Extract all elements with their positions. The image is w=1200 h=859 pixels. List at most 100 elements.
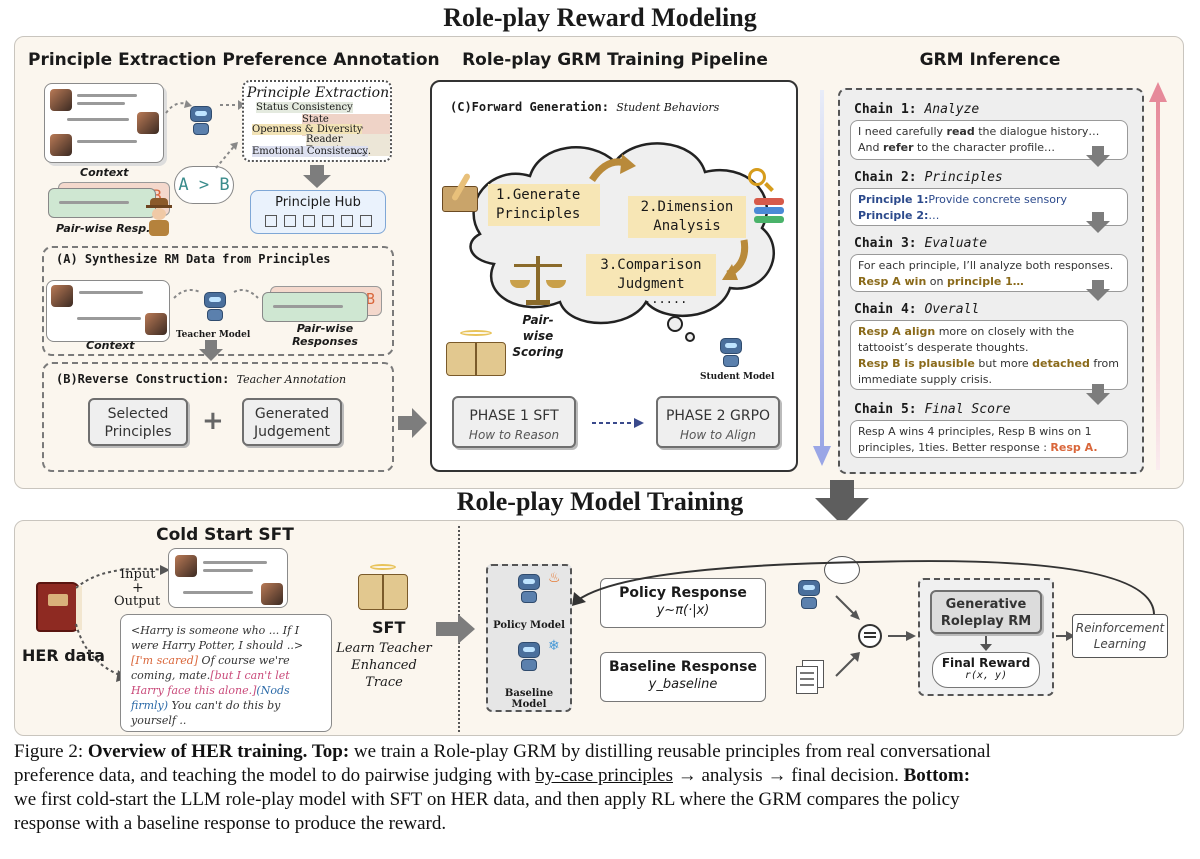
character-avatar xyxy=(50,134,72,156)
chain3-box: For each principle, I’ll analyze both re… xyxy=(850,254,1128,292)
training-pipeline-title: Role-play GRM Training Pipeline xyxy=(462,50,768,70)
down-arrow-icon xyxy=(199,340,223,361)
character-avatar xyxy=(51,285,73,307)
principle-hub: Principle Hub xyxy=(250,190,386,234)
teacher-robot-icon xyxy=(200,290,230,322)
pairwise-resp-label: Pair-wise Resp. xyxy=(56,222,151,235)
big-down-arrow-icon xyxy=(815,480,869,525)
rl-label: Reinforcement Learning xyxy=(1075,621,1165,651)
her-data-label: HER data xyxy=(22,646,105,665)
right-arrow-icon xyxy=(398,408,427,438)
step-generate-principles: 1.Generate Principles xyxy=(488,184,600,226)
speech-bubble-icon xyxy=(824,556,860,584)
section-b-title: (B)Reverse Construction: Teacher Annotat… xyxy=(56,372,347,386)
final-reward-label: Final Reward xyxy=(941,656,1031,670)
student-robot-icon xyxy=(716,336,746,368)
response-b-label: B xyxy=(152,186,162,205)
response-b-label: B xyxy=(366,290,376,308)
steps-ellipsis: ...... xyxy=(644,292,688,306)
section-b-box xyxy=(42,362,394,472)
phase1-title: PHASE 1 SFT xyxy=(469,408,559,424)
down-arrow-icon xyxy=(980,636,992,651)
right-arrow-icon xyxy=(592,418,644,428)
magnifier-icon xyxy=(746,166,776,196)
generative-rm-label: Generative Roleplay RM xyxy=(940,597,1032,629)
pairwise-responses-label: Pair-wise Responses xyxy=(292,322,358,348)
principle-item: Openness & Diversity xyxy=(252,124,363,135)
figure-caption: Figure 2: Overview of HER training. Top:… xyxy=(14,741,991,834)
down-arrow-icon xyxy=(303,165,331,188)
section-a-box xyxy=(42,246,394,356)
phase1-sub: How to Reason xyxy=(468,428,560,442)
forward-generation-title: (C)Forward Generation: Student Behaviors xyxy=(450,100,720,114)
snowflake-icon: ❄ xyxy=(548,638,560,654)
policy-robot-icon xyxy=(514,572,544,604)
ab-thought-bubble: A > B xyxy=(174,166,234,204)
student-model-label: Student Model xyxy=(700,372,775,382)
input-chat-card xyxy=(168,548,288,608)
baseline-robot-icon xyxy=(514,640,544,672)
chain2-box: Principle 1:Provide concrete sensory Pri… xyxy=(850,188,1128,226)
selected-principles-label: Selected Principles xyxy=(104,406,172,440)
phase2-sub: How to Align xyxy=(680,428,756,442)
chain5-title: Chain 5: Final Score xyxy=(854,402,1011,417)
curved-arrow-icon xyxy=(589,154,636,183)
user-avatar xyxy=(137,112,159,134)
arrow-icon xyxy=(165,100,192,114)
baseline-response-box: Baseline Response y_baseline xyxy=(600,652,766,702)
character-avatar xyxy=(175,555,197,577)
generated-judgement-label: Generated Judgement xyxy=(253,406,330,440)
context-chat-card xyxy=(44,83,164,163)
teacher-model-label: Teacher Model xyxy=(176,330,251,340)
right-arrow-icon xyxy=(1056,631,1075,641)
speaking-robot-icon xyxy=(794,578,824,610)
quill-book-icon xyxy=(440,172,484,216)
sft-sub-label: Learn Teacher Enhanced Trace xyxy=(336,641,432,690)
arrow-icon xyxy=(835,652,860,677)
robot-icon xyxy=(186,104,216,136)
principle-hub-label: Principle Hub xyxy=(275,195,361,210)
phase2-box: PHASE 2 GRPO How to Align xyxy=(656,396,780,448)
stack-icon xyxy=(754,198,784,226)
phase1-box: PHASE 1 SFT How to Reason xyxy=(452,396,576,448)
annotator-icon xyxy=(146,198,172,236)
generated-judgement-box: Generated Judgement xyxy=(242,398,342,446)
character-avatar xyxy=(50,89,72,111)
context-chat-card-a xyxy=(46,280,170,342)
pairwise-response-card-a xyxy=(48,188,156,218)
principle-extraction-box: Principle Extraction Status Consistency … xyxy=(242,80,392,162)
chain3-title: Chain 3: Evaluate xyxy=(854,236,988,251)
down-arrow-icon xyxy=(1086,280,1110,301)
down-flow-arrow xyxy=(813,90,831,466)
principle-extraction-title: Principle Extraction Preference Annotati… xyxy=(28,50,440,70)
scale-icon xyxy=(510,252,566,308)
arrow-icon xyxy=(215,142,238,169)
policy-response-box: Policy Response y~π(·|x) xyxy=(600,578,766,628)
arrow-icon xyxy=(173,289,201,299)
chain1-box: I need carefully read the dialogue histo… xyxy=(850,120,1128,160)
baseline-model-label: Baseline Model xyxy=(504,688,554,710)
output-label: Output xyxy=(114,594,161,609)
down-arrow-icon xyxy=(1086,212,1110,233)
right-arrow-icon xyxy=(436,614,475,644)
book-icon xyxy=(446,330,506,378)
policy-response-label: Policy Response xyxy=(619,585,747,601)
step-comparison-judgment: 3.Comparison Judgment xyxy=(586,254,716,296)
cold-start-title: Cold Start SFT xyxy=(156,525,294,545)
plus-sign: + xyxy=(202,406,224,436)
selected-principles-box: Selected Principles xyxy=(88,398,188,446)
chain4-box: Resp A align more on closely with the ta… xyxy=(850,320,1128,390)
input-label: Input xyxy=(120,567,156,582)
ab-label: A > B xyxy=(178,175,230,195)
arrow-icon xyxy=(220,100,245,110)
final-reward-formula: r(x, y) xyxy=(964,670,1008,681)
user-avatar xyxy=(145,313,167,335)
fire-icon: ♨ xyxy=(548,570,561,586)
generative-rm-box: Generative Roleplay RM xyxy=(930,590,1042,634)
pairwise-response-card-a xyxy=(262,292,368,322)
feedback-loop-arrow xyxy=(572,560,1155,614)
pairwise-scoring-label: Pair-wise Scoring xyxy=(512,313,564,359)
baseline-response-label: Baseline Response xyxy=(609,659,757,675)
user-avatar xyxy=(261,583,283,605)
principle-item: Emotional Consistency xyxy=(252,146,369,157)
